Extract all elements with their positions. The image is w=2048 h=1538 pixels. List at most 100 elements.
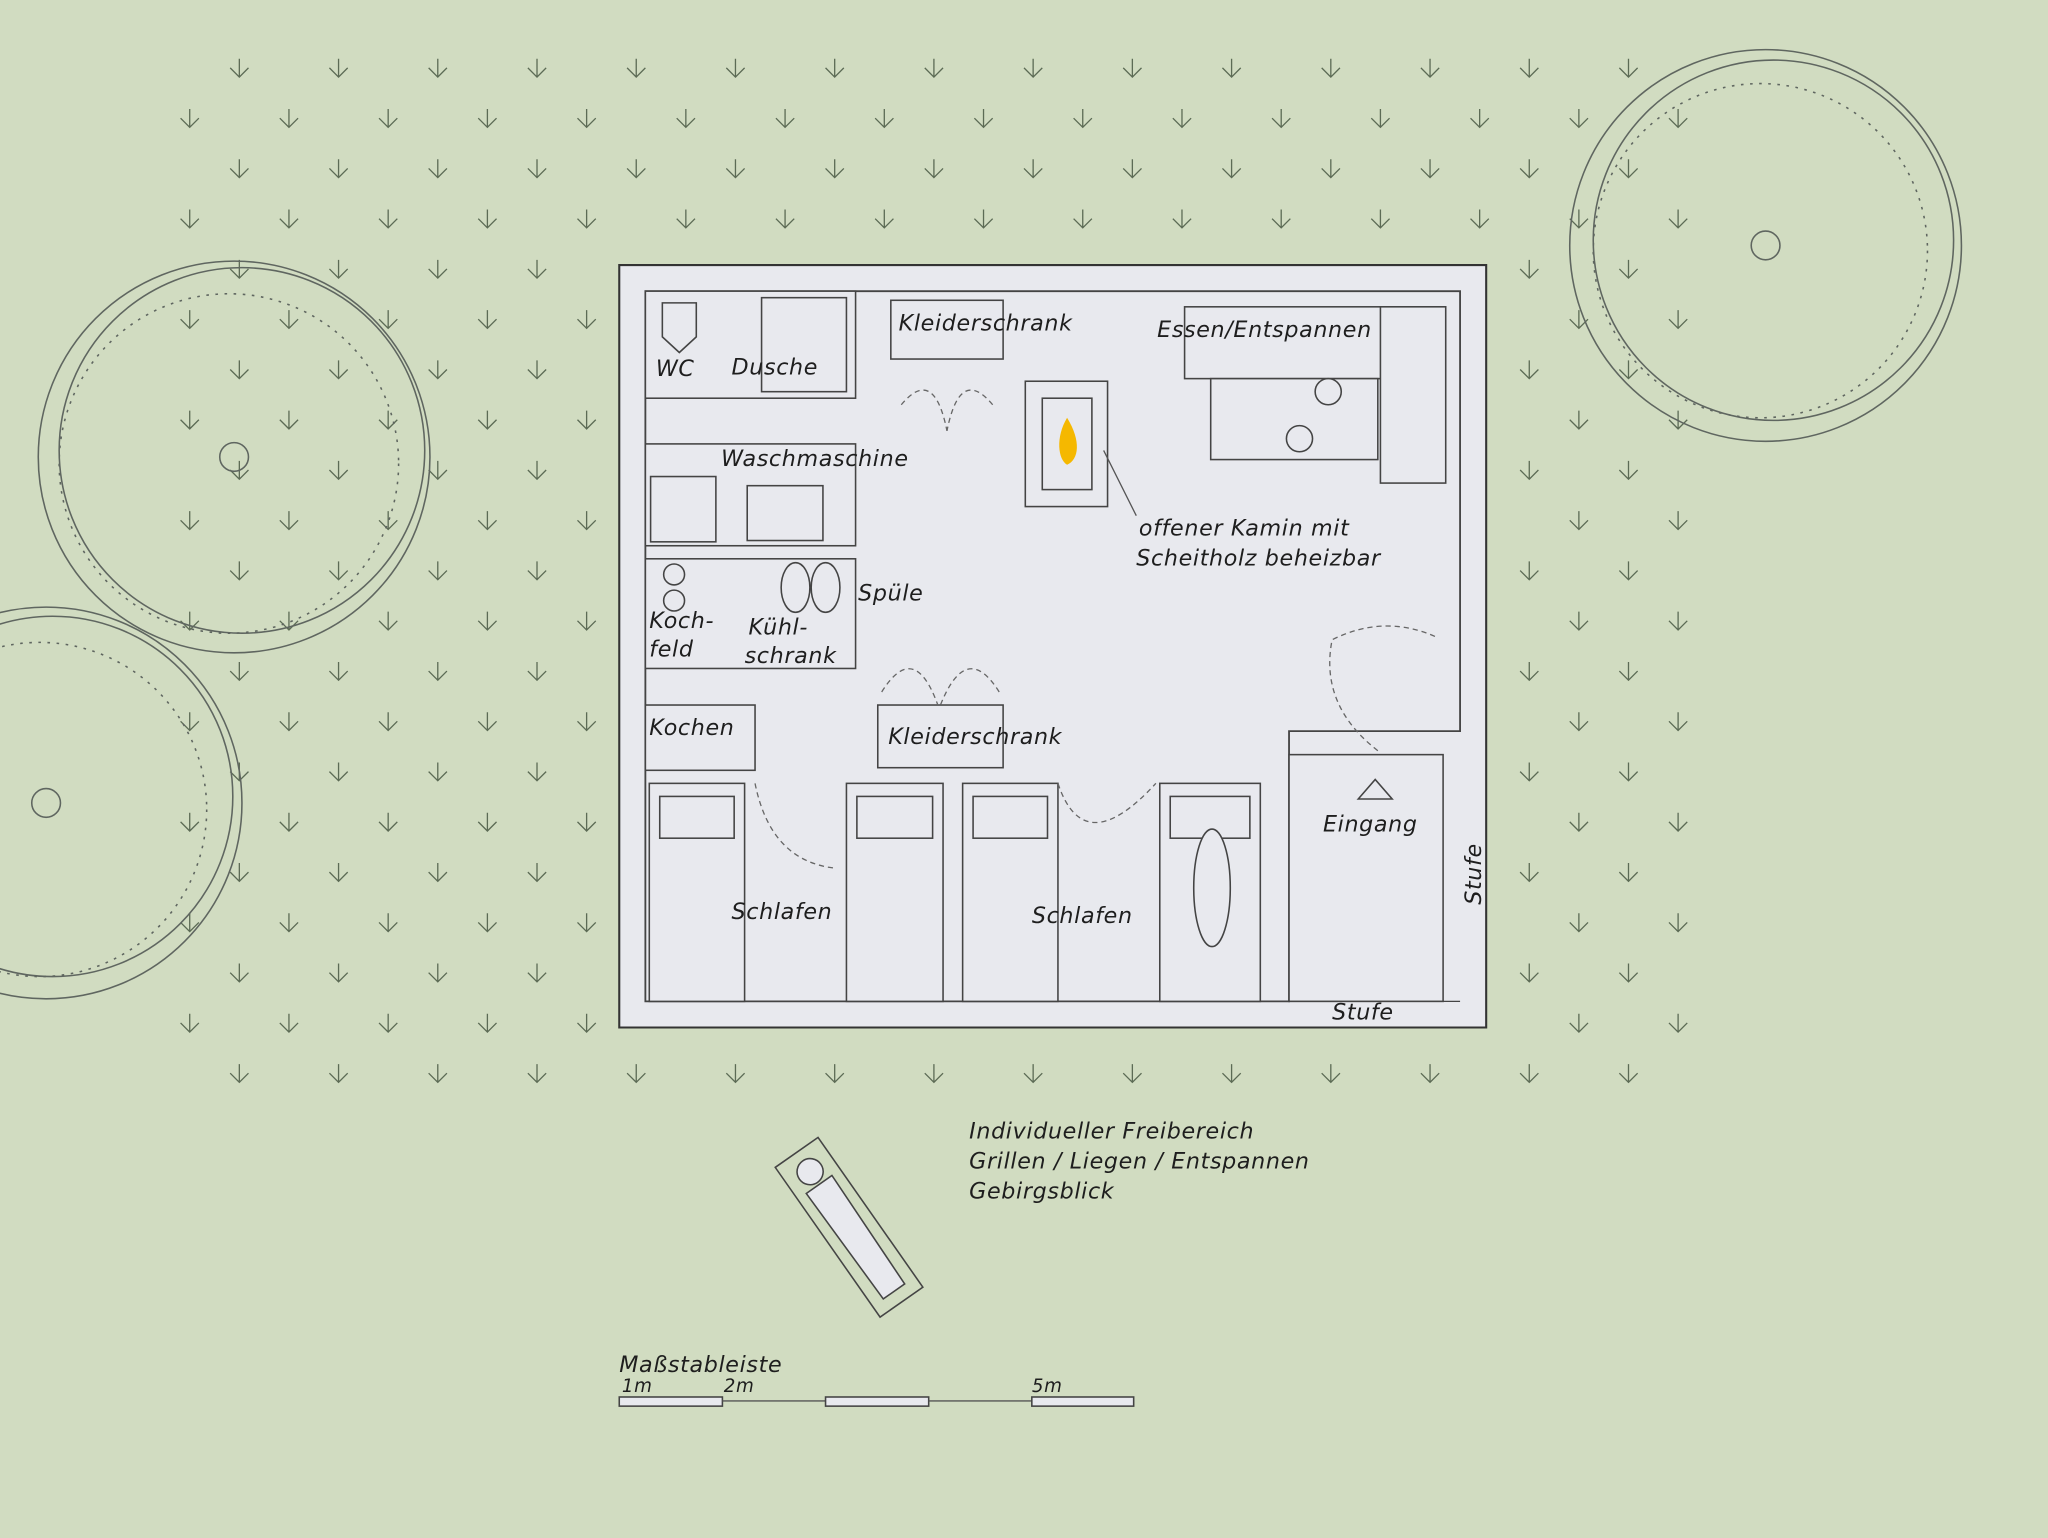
grass-mark bbox=[279, 812, 299, 832]
grass-mark bbox=[428, 58, 448, 78]
grass-mark bbox=[1519, 1064, 1539, 1084]
grass-mark bbox=[328, 661, 349, 682]
label-kleiderschrank-bottom: Kleiderschrank bbox=[888, 724, 1062, 750]
grass-mark bbox=[180, 109, 200, 129]
grass-mark bbox=[1321, 1064, 1341, 1084]
grass-mark bbox=[1668, 913, 1688, 933]
sink-icon bbox=[780, 561, 811, 614]
grass-mark bbox=[477, 812, 497, 832]
grass-mark bbox=[725, 1064, 746, 1084]
grass-mark bbox=[527, 1064, 547, 1084]
grass-mark bbox=[1519, 259, 1539, 280]
grass-mark bbox=[279, 109, 299, 129]
shower-tray bbox=[760, 296, 848, 393]
bed bbox=[648, 782, 746, 1003]
grass-mark bbox=[1519, 963, 1539, 983]
grass-mark bbox=[279, 511, 299, 531]
wardrobe-bottom bbox=[876, 704, 1004, 769]
grass-mark bbox=[1668, 1013, 1688, 1034]
grass-mark bbox=[527, 360, 547, 380]
label-kochfeld-2: feld bbox=[649, 637, 694, 663]
grass-mark bbox=[1618, 762, 1639, 782]
grass-mark bbox=[1023, 58, 1043, 78]
grass-mark bbox=[1519, 460, 1539, 481]
grass-mark bbox=[626, 58, 646, 78]
grass-mark bbox=[577, 611, 597, 631]
outdoor-line-2: Grillen / Liegen / Entspannen bbox=[969, 1149, 1309, 1175]
grass-mark bbox=[1519, 863, 1539, 883]
grass-mark bbox=[378, 410, 398, 430]
grass-mark bbox=[328, 863, 349, 883]
grass-mark bbox=[924, 1064, 944, 1084]
grass-mark bbox=[527, 762, 547, 782]
grass-mark bbox=[328, 1064, 349, 1084]
grass-mark bbox=[328, 963, 349, 983]
grass-mark bbox=[1519, 561, 1539, 581]
grass-mark bbox=[229, 259, 249, 280]
grass-mark bbox=[1569, 1013, 1589, 1034]
grass-mark bbox=[527, 259, 547, 280]
grass-mark bbox=[1519, 762, 1539, 782]
grass-mark bbox=[477, 511, 497, 531]
grass-mark bbox=[1519, 360, 1539, 380]
grass-mark bbox=[1668, 812, 1688, 832]
grass-mark bbox=[428, 963, 448, 983]
fire-icon bbox=[1059, 417, 1077, 465]
label-wc: WC bbox=[656, 356, 695, 382]
grass-mark bbox=[1271, 209, 1291, 229]
grass-mark bbox=[477, 1013, 497, 1034]
grass-mark bbox=[1668, 209, 1688, 229]
grass-mark bbox=[428, 259, 448, 280]
grass-mark bbox=[229, 58, 249, 78]
grass-mark bbox=[229, 661, 249, 682]
grass-mark bbox=[1519, 159, 1539, 179]
grass-mark bbox=[477, 410, 497, 430]
grass-mark bbox=[1023, 159, 1043, 179]
grass-mark bbox=[180, 410, 200, 430]
grass-mark bbox=[1569, 109, 1589, 129]
grass-mark bbox=[180, 209, 200, 229]
label-schlafen-left: Schlafen bbox=[732, 899, 833, 925]
grass-mark bbox=[279, 209, 299, 229]
grass-mark bbox=[874, 209, 894, 229]
grass-mark bbox=[1569, 410, 1589, 430]
grass-mark bbox=[229, 863, 249, 883]
grass-mark bbox=[378, 611, 398, 631]
grass-mark bbox=[1122, 58, 1142, 78]
grass-mark bbox=[1618, 259, 1639, 280]
grass-mark bbox=[1370, 209, 1391, 229]
grass-mark bbox=[577, 511, 597, 531]
grass-mark bbox=[1668, 109, 1688, 129]
grass-mark bbox=[577, 712, 597, 732]
grass-mark bbox=[180, 511, 200, 531]
label-kuehl-1: Kühl- bbox=[749, 615, 809, 641]
grass-mark bbox=[477, 712, 497, 732]
grass-mark bbox=[577, 913, 597, 933]
grass-mark bbox=[279, 712, 299, 732]
grass-pattern bbox=[180, 58, 1688, 1084]
outdoor-line-1: Individueller Freibereich bbox=[969, 1118, 1254, 1144]
grass-mark bbox=[378, 511, 398, 531]
grass-mark bbox=[378, 812, 398, 832]
grass-mark bbox=[626, 159, 646, 179]
scale-tick-2m: 2m bbox=[724, 1376, 755, 1397]
grass-mark bbox=[328, 159, 349, 179]
grass-mark bbox=[1618, 159, 1639, 179]
grass-mark bbox=[577, 1013, 597, 1034]
bench-side bbox=[1379, 306, 1447, 484]
tree-left-top bbox=[37, 260, 431, 654]
grass-mark bbox=[924, 159, 944, 179]
grass-mark bbox=[1221, 58, 1242, 78]
grass-mark bbox=[1569, 913, 1589, 933]
grass-mark bbox=[328, 58, 349, 78]
grass-mark bbox=[527, 460, 547, 481]
grass-mark bbox=[527, 863, 547, 883]
grass-mark bbox=[279, 310, 299, 330]
grass-mark bbox=[477, 209, 497, 229]
grass-mark bbox=[328, 360, 349, 380]
grass-mark bbox=[1172, 209, 1192, 229]
grass-mark bbox=[725, 159, 746, 179]
grass-mark bbox=[825, 1064, 845, 1084]
label-dusche: Dusche bbox=[732, 355, 819, 381]
